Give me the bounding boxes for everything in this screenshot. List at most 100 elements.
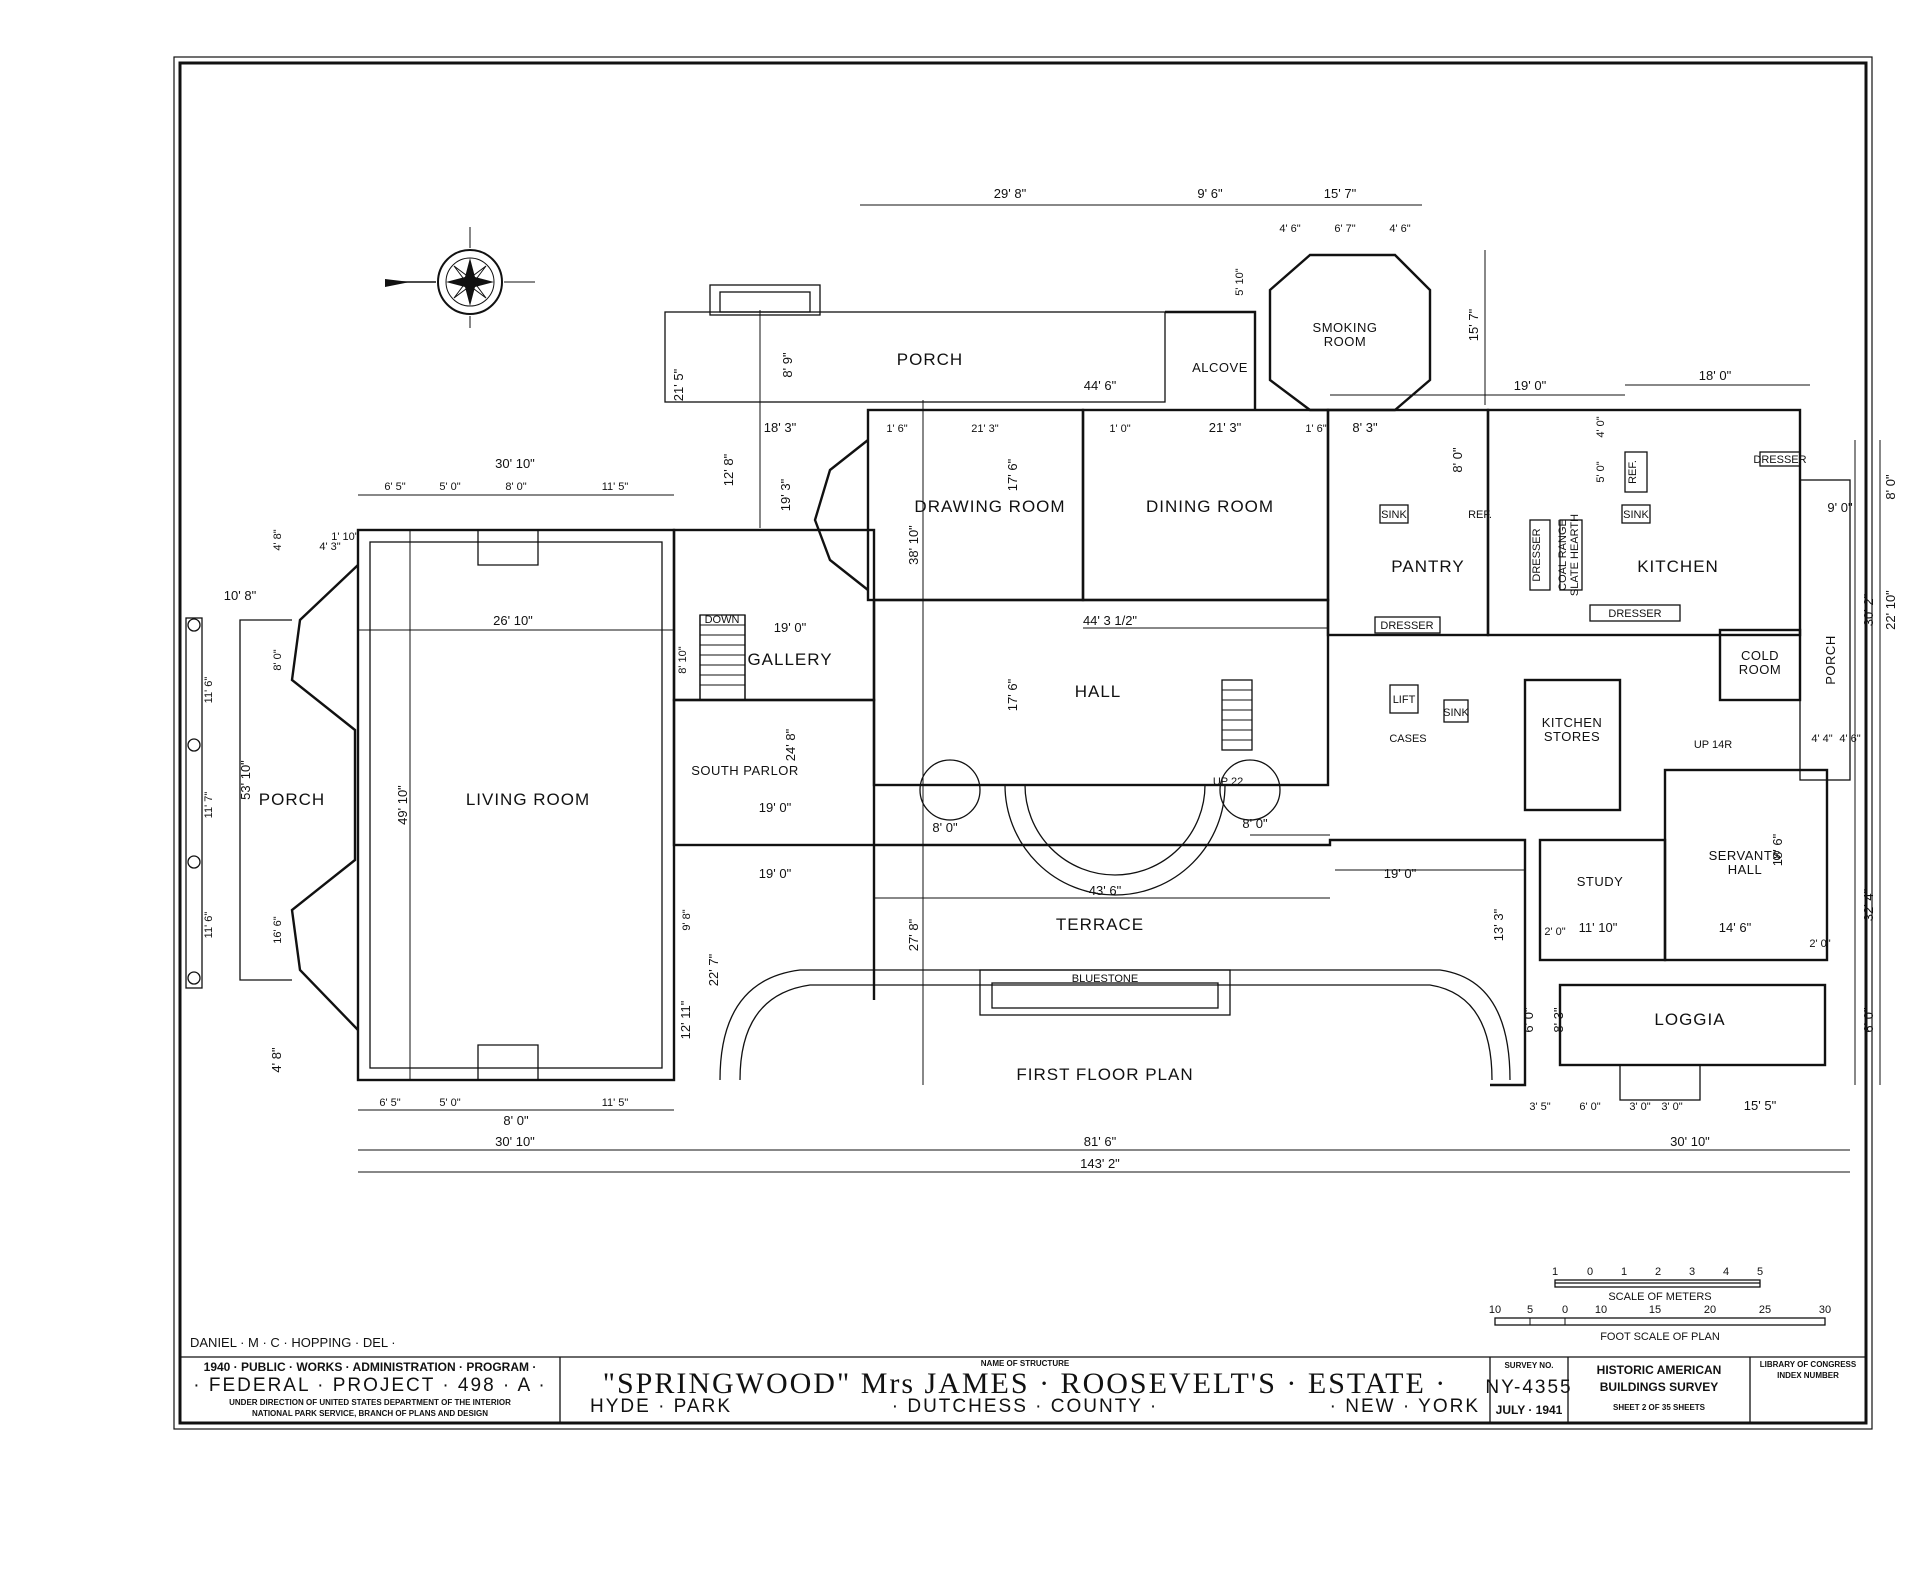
dimension: 8' 0" <box>272 649 284 670</box>
title-block: DANIEL · M · C · HOPPING · DEL · 1940 · … <box>180 1335 1866 1423</box>
dimension: 6' 7" <box>1334 223 1355 235</box>
feet-scale-label: FOOT SCALE OF PLAN <box>1600 1331 1720 1343</box>
dimension: 9' 6" <box>1197 186 1223 201</box>
dimension: 53' 10" <box>238 760 253 800</box>
dimension: 21' 5" <box>671 368 686 401</box>
room-labels: PORCH ALCOVE SMOKING ROOM DRAWING ROOM D… <box>259 320 1838 1084</box>
dimension: 21' 3" <box>971 423 999 435</box>
room-servants-2: HALL <box>1728 862 1763 877</box>
kitchen-stores-walls <box>1523 678 1622 812</box>
dimension: 143' 2" <box>1080 1156 1120 1171</box>
dimension: 18' 3" <box>764 420 797 435</box>
dimension: 4' 0" <box>1595 416 1607 437</box>
dimension: 8' 0" <box>1450 447 1465 473</box>
dimension: 44' 6" <box>1084 378 1117 393</box>
room-living: LIVING ROOM <box>466 790 590 809</box>
dimension: 8' 0" <box>503 1113 529 1128</box>
dimension: 3' 5" <box>1529 1101 1550 1113</box>
scale-labels: 1 0 1 2 3 4 5 SCALE OF METERS 10 5 0 10 … <box>1489 1266 1831 1343</box>
dimension: 14' 6" <box>1719 920 1752 935</box>
dimension: 18' 0" <box>1699 368 1732 383</box>
room-pantry: PANTRY <box>1391 557 1464 576</box>
room-cold-1: COLD <box>1741 648 1779 663</box>
room-dining: DINING ROOM <box>1146 497 1274 516</box>
dimension: 15' 7" <box>1324 186 1357 201</box>
plan-title: FIRST FLOOR PLAN <box>1016 1065 1193 1084</box>
dimension: 5' 0" <box>439 481 460 493</box>
dimension: 21' 3" <box>1209 420 1242 435</box>
dimension: 4' 6" <box>1389 223 1410 235</box>
dimension: 19' 0" <box>759 866 792 881</box>
meters-tick: 2 <box>1655 1266 1661 1278</box>
dimension: 26' 10" <box>493 613 533 628</box>
dimension: 6' 0" <box>1861 1007 1876 1033</box>
dimension: 8' 0" <box>932 820 958 835</box>
study-walls <box>1538 838 1667 962</box>
dimension: 2' 0" <box>1544 926 1565 938</box>
dimension: 9' 8" <box>681 909 693 930</box>
dimension: 19' 0" <box>1384 866 1417 881</box>
dimension: 8' 0" <box>1883 474 1898 500</box>
dimension: 11' 10" <box>1579 920 1618 935</box>
west-porch-bay <box>290 564 359 1031</box>
dimension: 38' 10" <box>906 525 921 565</box>
dimension: 13' 3" <box>1491 908 1506 941</box>
dimension: 11' 7" <box>203 792 215 819</box>
alcove-walls <box>1165 310 1257 410</box>
meters-tick: 0 <box>1587 1266 1593 1278</box>
room-kitchen-stores-1: KITCHEN <box>1542 715 1603 730</box>
room-porch-north: PORCH <box>897 350 963 369</box>
dimension: 4' 6" <box>1279 223 1300 235</box>
dimension: 6' 0" <box>1579 1101 1600 1113</box>
structure-state: · NEW · YORK <box>1330 1396 1480 1417</box>
dimension: 2' 0" <box>1809 938 1830 950</box>
dimension: 10' 8" <box>224 588 257 603</box>
dimension: 6' 0" <box>1521 1007 1536 1033</box>
survey-label: SURVEY NO. <box>1504 1361 1553 1370</box>
sheet-number: SHEET 2 OF 35 SHEETS <box>1613 1403 1706 1412</box>
dimension: 8' 0" <box>1242 816 1268 831</box>
dimension: 22' 7" <box>706 953 721 986</box>
dimension: 1' 6" <box>1305 423 1326 435</box>
dimension: 30' 10" <box>1670 1134 1710 1149</box>
dimension: 44' 3 1/2" <box>1083 613 1137 628</box>
dimension: 4' 6" <box>1839 733 1860 745</box>
room-loggia: LOGGIA <box>1654 1010 1725 1029</box>
name-of-structure-label: NAME OF STRUCTURE <box>981 1359 1070 1368</box>
fixture-sink-3: SINK <box>1443 707 1469 719</box>
dimension: 12' 8" <box>721 453 736 486</box>
dimension: 1' 0" <box>1109 423 1130 435</box>
room-kitchen: KITCHEN <box>1637 557 1719 576</box>
dimension: 81' 6" <box>1084 1134 1117 1149</box>
dimension: 43' 6" <box>1089 883 1122 898</box>
dimension: 3' 0" <box>1629 1101 1650 1113</box>
loc-line-2: INDEX NUMBER <box>1777 1371 1839 1380</box>
dimension: 19' 0" <box>1514 378 1547 393</box>
structure-name: "SPRINGWOOD" Mrs JAMES · ROOSEVELT'S · E… <box>603 1367 1448 1400</box>
dimension: 4' 8" <box>272 529 284 550</box>
bluestone-arch <box>719 969 1511 1081</box>
dimension: 17' 6" <box>1005 678 1020 711</box>
room-alcove: ALCOVE <box>1192 360 1248 375</box>
dimension: 12' 11" <box>678 1000 693 1039</box>
dimension: 15' 5" <box>1744 1098 1777 1113</box>
fixture-ref-1: REF. <box>1468 509 1492 521</box>
meters-scale-label: SCALE OF METERS <box>1608 1291 1711 1303</box>
inner-border <box>178 61 1868 1425</box>
feet-tick: 10 <box>1489 1304 1501 1316</box>
room-bluestone: BLUESTONE <box>1072 973 1138 985</box>
dimension: 3' 0" <box>1661 1101 1682 1113</box>
fixture-downstairs: DOWN <box>705 614 740 626</box>
dimension: 17' 6" <box>1005 458 1020 491</box>
dimension: 19' 3" <box>778 478 793 511</box>
dimension: 9' 0" <box>1827 500 1853 515</box>
room-porch-east: PORCH <box>1823 635 1838 684</box>
dimension: 27' 8" <box>906 918 921 951</box>
room-porch-west: PORCH <box>259 790 325 809</box>
survey-date: JULY · 1941 <box>1496 1403 1563 1417</box>
dimension: 16' 6" <box>272 916 284 944</box>
meters-scale-bar <box>1554 1279 1761 1288</box>
fixture-up-2: UP 14R <box>1694 739 1732 751</box>
feet-tick: 30 <box>1819 1304 1831 1316</box>
dimension: 11' 6" <box>203 912 215 939</box>
